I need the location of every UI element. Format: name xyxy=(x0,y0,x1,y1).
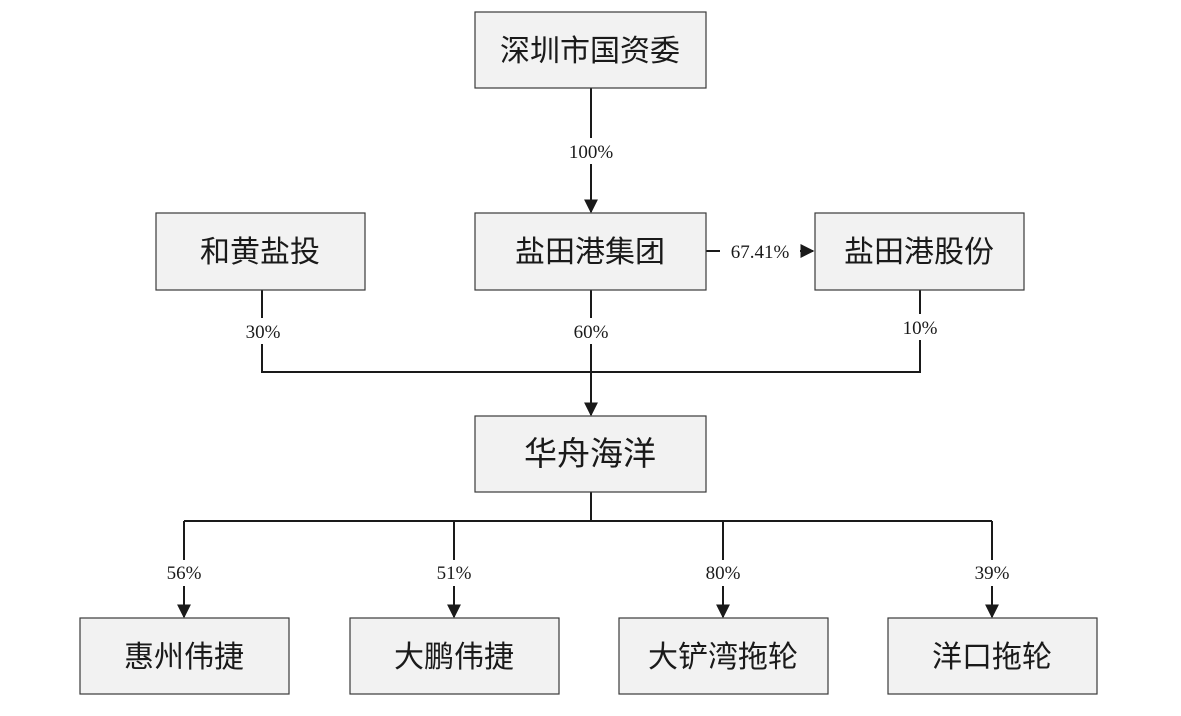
node-label: 惠州伟捷 xyxy=(124,640,244,675)
percentage-labels: 100% 67.41% 30% 60% 10% 56% 51% 80% 39% xyxy=(162,138,1014,586)
node-label: 盐田港集团 xyxy=(515,235,665,270)
node-label: 大鹏伟捷 xyxy=(394,640,514,675)
pct-hutchison-to-huazhou: 30% xyxy=(246,322,281,343)
node-hutchison-yantian: 和黄盐投 xyxy=(155,212,366,291)
pct-huazhou-to-huizhou: 56% xyxy=(167,563,202,584)
node-yangkou-tug: 洋口拖轮 xyxy=(887,617,1098,695)
pct-huazhou-to-yangkou: 39% xyxy=(975,563,1010,584)
node-yantian-port-group: 盐田港集团 xyxy=(474,212,707,291)
pct-sasac-to-group: 100% xyxy=(569,142,614,163)
node-huazhou-ocean: 华舟海洋 xyxy=(474,415,707,493)
connectors xyxy=(177,88,999,619)
node-label: 洋口拖轮 xyxy=(932,640,1052,675)
pct-huazhou-to-dapeng: 51% xyxy=(437,563,472,584)
pct-group-to-holdings: 67.41% xyxy=(731,242,790,263)
node-dapeng-weijie: 大鹏伟捷 xyxy=(349,617,560,695)
node-label: 盐田港股份 xyxy=(844,235,994,270)
node-shenzhen-sasac: 深圳市国资委 xyxy=(474,11,707,89)
node-yantian-port-holdings: 盐田港股份 xyxy=(814,212,1025,291)
node-label: 和黄盐投 xyxy=(200,235,320,270)
node-label: 深圳市国资委 xyxy=(500,34,680,69)
node-dachanwan-tug: 大铲湾拖轮 xyxy=(618,617,829,695)
node-label: 大铲湾拖轮 xyxy=(648,640,798,675)
pct-huazhou-to-dachanwan: 80% xyxy=(706,563,741,584)
pct-group-to-huazhou: 60% xyxy=(574,322,609,343)
node-label: 华舟海洋 xyxy=(524,434,656,473)
pct-holdings-to-huazhou: 10% xyxy=(903,318,938,339)
node-huizhou-weijie: 惠州伟捷 xyxy=(79,617,290,695)
